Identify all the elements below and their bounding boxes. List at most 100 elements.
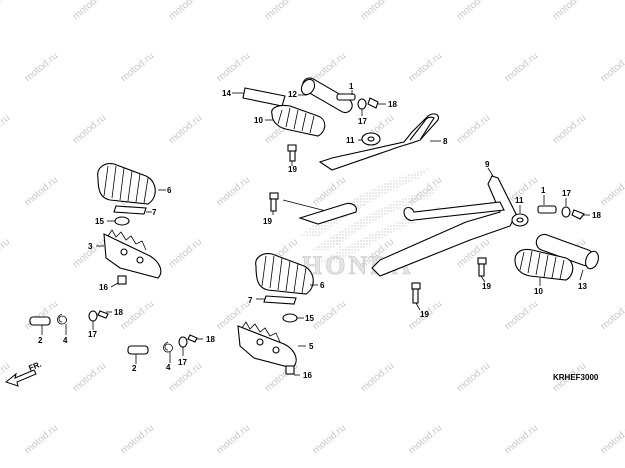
watermark-text: motod.ru — [23, 299, 60, 333]
part-15-washer — [107, 216, 130, 226]
callout-18: 18 — [388, 100, 397, 109]
watermark-text: motod.ru — [503, 299, 540, 333]
watermark-text: motod.ru — [599, 299, 625, 333]
diagram-code: KRHEF3000 — [553, 373, 599, 382]
watermark-text: motod.ru — [455, 113, 492, 147]
watermark-text: motod.ru — [215, 51, 252, 85]
callout-19: 19 — [288, 165, 297, 174]
part-16-bolt-center — [285, 365, 300, 376]
part-19-bolt-b — [477, 257, 487, 283]
part-4-spring-left — [57, 313, 67, 335]
watermark-text: motod.ru — [407, 51, 444, 85]
part-15-washer-center — [282, 313, 304, 323]
watermark-text: motod.ru — [551, 113, 588, 147]
part-5-footpeg-bracket — [237, 321, 306, 369]
callout-10: 10 — [254, 116, 263, 125]
honda-wing-logo: HONDA — [300, 168, 442, 280]
watermark-text: motod.ru — [215, 175, 252, 209]
part-4-spring-center — [163, 341, 173, 363]
watermark-text: motod.ru — [119, 51, 156, 85]
watermark-text: motod.ru — [215, 299, 252, 333]
part-10-footpeg-rubber-right — [514, 248, 574, 286]
part-17-washer-left — [88, 310, 98, 330]
callout-6-center: 6 — [320, 281, 325, 290]
watermark-text: motod.ru — [311, 175, 348, 209]
watermark-text: motod.ru — [71, 113, 108, 147]
part-8-step-bracket — [318, 113, 441, 171]
leader-line — [282, 199, 331, 213]
part-12-pin — [298, 77, 353, 114]
callout-16-center: 16 — [303, 371, 312, 380]
callout-15: 15 — [95, 217, 104, 226]
watermark-text: motod.ru — [119, 299, 156, 333]
callout-18-right: 18 — [592, 211, 601, 220]
callout-7: 7 — [152, 208, 157, 217]
callout-19-mid: 19 — [482, 282, 491, 291]
callout-7-center: 7 — [248, 296, 253, 305]
part-1-bolt — [336, 90, 356, 101]
watermark-text: motod.ru — [359, 0, 396, 22]
part-18-cotter-center — [187, 334, 203, 343]
callout-17-right: 17 — [562, 189, 571, 198]
callout-5: 5 — [309, 342, 314, 351]
part-9-step-bracket — [371, 167, 517, 277]
watermark-text: motod.ru — [0, 0, 12, 22]
callout-4-center: 4 — [166, 363, 171, 372]
callout-11: 11 — [346, 136, 355, 145]
watermark-text: motod.ru — [0, 113, 12, 147]
callout-3: 3 — [88, 242, 93, 251]
callout-17-left: 17 — [88, 330, 97, 339]
part-18-cotter-right — [571, 209, 590, 220]
callout-1-right: 1 — [541, 186, 546, 195]
part-7-plate-center — [256, 295, 297, 305]
watermark-text: motod.ru — [263, 0, 300, 22]
callout-14: 14 — [222, 89, 231, 98]
watermark-text: motod.ru — [0, 237, 12, 271]
callout-18-center: 18 — [206, 335, 215, 344]
watermark-text: motod.ru — [71, 361, 108, 395]
part-3-footpeg-bracket — [96, 229, 162, 279]
callout-11-right: 11 — [515, 196, 524, 205]
watermark-text: motod.ru — [167, 113, 204, 147]
part-17-washer-right — [561, 198, 571, 218]
callout-10-right: 10 — [534, 287, 543, 296]
part-1-bolt-right — [537, 195, 557, 214]
watermark-text: motod.ru — [599, 175, 625, 209]
watermark-text: motod.ru — [551, 0, 588, 22]
part-19-bolt-a — [269, 192, 279, 215]
callout-16: 16 — [99, 283, 108, 292]
watermark-text: motod.ru — [167, 0, 204, 22]
watermark-text: motod.ru — [167, 237, 204, 271]
callout-17-center: 17 — [178, 358, 187, 367]
front-label: FR. — [27, 360, 42, 373]
callout-15-center: 15 — [305, 314, 314, 323]
callout-17: 17 — [358, 117, 367, 126]
watermark-text: motod.ru — [311, 299, 348, 333]
callout-6: 6 — [167, 186, 172, 195]
watermark-text: motod.ru — [23, 51, 60, 85]
callout-4: 4 — [63, 336, 68, 345]
part-18-cotter-pin — [367, 97, 386, 109]
watermark-text: motod.ru — [23, 423, 60, 457]
watermark-text: motod.ru — [503, 423, 540, 457]
callout-1: 1 — [349, 82, 354, 91]
part-14-pad-strip — [232, 87, 286, 107]
part-16-bolt-left — [110, 275, 127, 288]
watermark-text: motod.ru — [455, 0, 492, 22]
part-10-footpeg-rubber — [265, 104, 326, 137]
part-8-mount-tab — [298, 202, 357, 225]
callout-8: 8 — [443, 137, 448, 146]
part-2-pin-center — [127, 345, 149, 364]
part-18-cotter-left — [97, 310, 112, 319]
callout-9: 9 — [485, 160, 490, 169]
part-11-collar-right — [511, 205, 529, 227]
watermark-text: motod.ru — [599, 51, 625, 85]
callout-12: 12 — [288, 90, 297, 99]
part-11-collar — [358, 132, 381, 146]
part-17-washer-center — [178, 336, 188, 356]
callout-labels: 14 12 1 18 10 17 11 8 19 9 6 1 17 11 7 1… — [38, 82, 601, 380]
front-direction-arrow: FR. — [4, 360, 43, 387]
watermark-text: motod.ru — [455, 361, 492, 395]
part-2-pin-left — [29, 316, 51, 335]
part-6-footpeg-rubber-center — [255, 253, 318, 295]
